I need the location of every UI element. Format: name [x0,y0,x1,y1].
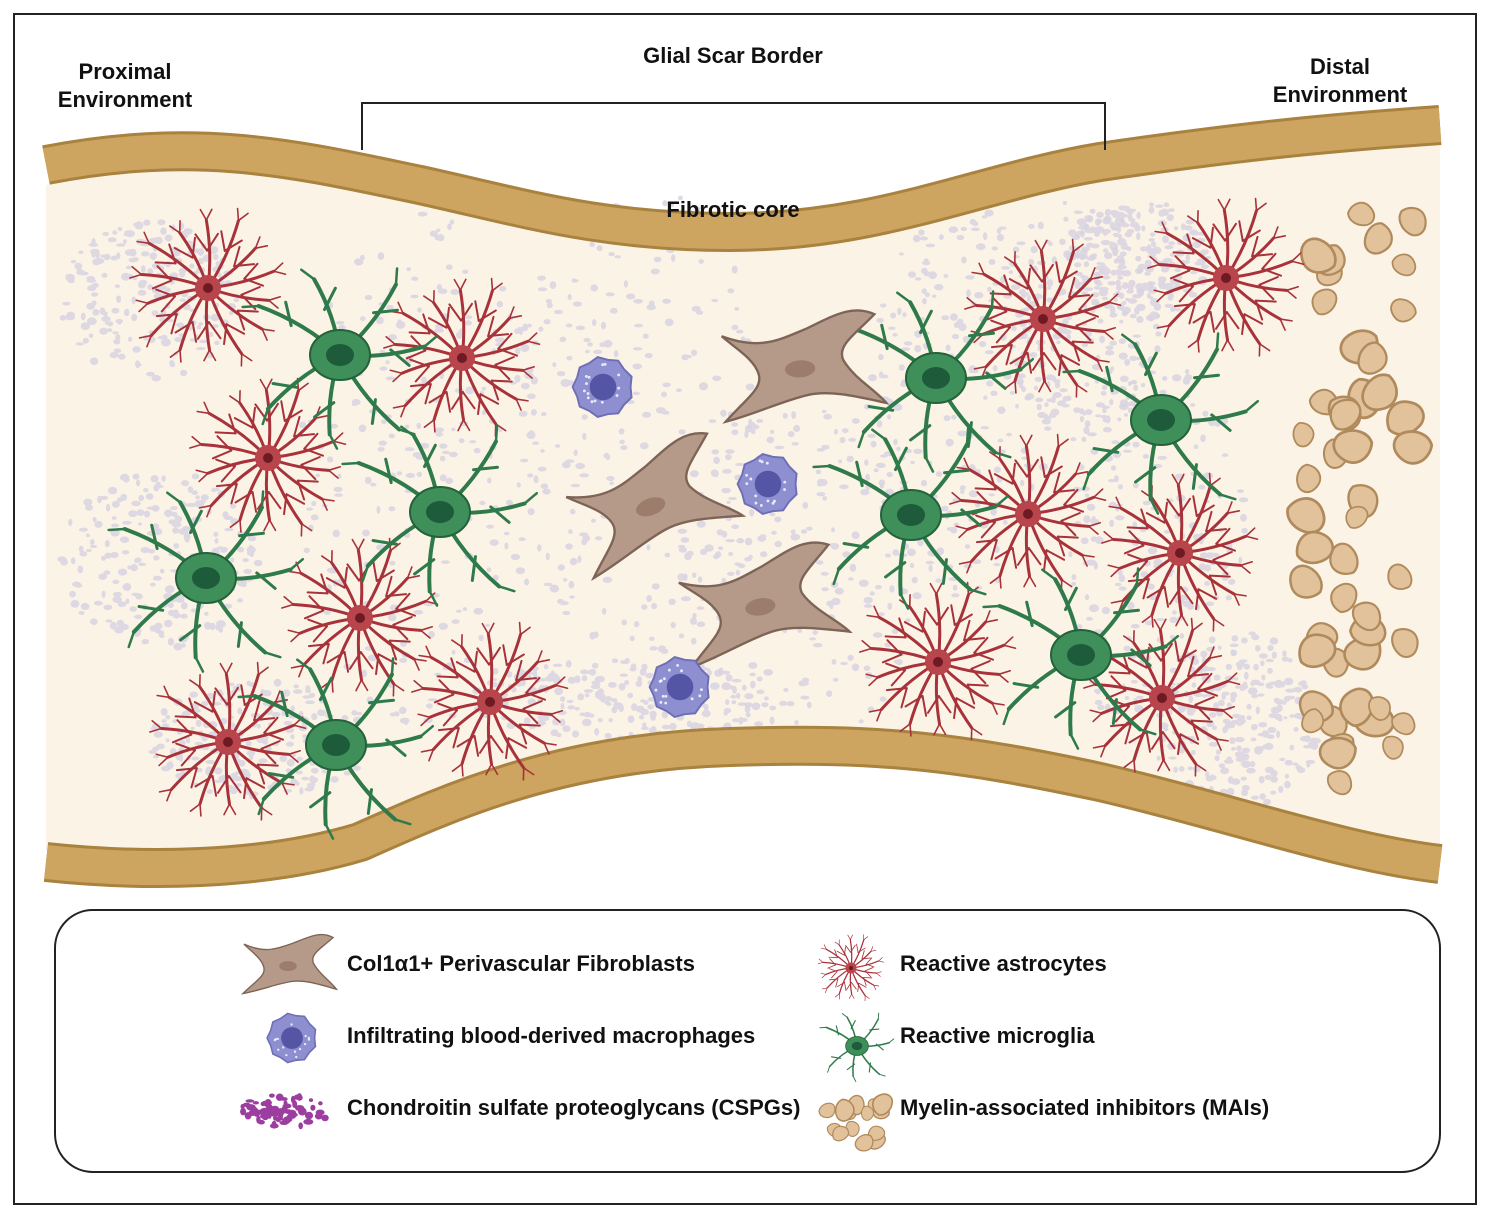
glial-scar-border-label: Glial Scar Border [643,43,823,68]
myelin-icon [1326,770,1353,796]
myelin-icon [1382,735,1404,760]
microglia-icon [982,567,1180,750]
myelin-icon [1392,430,1434,465]
myelin-icon [1330,582,1358,614]
myelin-icon [1339,687,1375,728]
astrocyte-icon [859,581,1017,741]
myelin-icon [1391,253,1417,277]
macrophage-icon [266,1012,317,1064]
legend-box [54,909,1441,1173]
cspg-icon [59,219,240,382]
myelin-icon [1329,398,1362,431]
macrophage-icon [571,356,633,418]
myelin-icon [1398,206,1427,237]
legend-label-cspgs: Chondroitin sulfate proteoglycans (CSPGs… [347,1095,801,1120]
myelin-icon [1361,373,1398,411]
myelin-icon [832,1125,850,1142]
macrophage-icon [648,656,710,718]
cell-layer [107,197,1305,840]
myelin-icon [861,1105,875,1121]
microglia-icon [819,1012,895,1083]
myelin-icon [854,1134,874,1152]
astrocyte-icon [411,621,569,781]
fibroblast-icon [678,541,853,670]
myelin-icon [1296,463,1322,494]
myelin-icon [1357,341,1388,375]
microglia-icon [237,657,435,840]
astrocyte-icon [1101,472,1259,632]
myelin-icon [872,1093,894,1116]
cspg-icon [240,1093,329,1130]
myelin-icon [1286,497,1326,534]
myelin-icon [1289,564,1323,599]
microglia-icon [107,490,305,673]
proximal-environment-label: Proximal Environment [57,59,193,112]
distal-environment-label: Distal Environment [1272,54,1408,107]
myelin-icon [1301,708,1324,734]
myelin-icon [1292,422,1315,448]
astrocyte-icon [964,238,1122,398]
bottom-membrane-fill [44,728,1443,885]
microglia-icon [241,267,439,450]
myelin-icon [1387,563,1413,590]
myelin-icon [1345,505,1369,529]
astrocyte-icon [817,934,884,1002]
myelin-icon [818,1102,836,1119]
astrocyte-icon [149,661,307,821]
myelin-icon [1351,601,1382,632]
myelin-icon [1295,530,1334,565]
fibrotic-core-label: Fibrotic core [666,197,800,222]
astrocyte-icon [129,207,287,367]
astrocyte-icon [383,277,541,437]
fibroblast-icon [565,432,747,582]
myelin-icon [1368,696,1391,721]
legend-label-macrophages: Infiltrating blood-derived macrophages [347,1023,756,1048]
myelin-icon [1391,628,1419,658]
myelin-icon [1311,288,1338,316]
myelin-icon [1300,237,1337,274]
glial-scar-bracket [361,102,1106,150]
astrocyte-icon [949,433,1107,593]
legend-label-mais: Myelin-associated inhibitors (MAIs) [900,1095,1270,1120]
legend-icons [240,933,895,1152]
macrophage-icon [736,453,798,515]
myelin-icon [834,1098,855,1122]
astrocyte-icon [189,377,347,537]
microglia-icon [812,427,1010,610]
myelin-debris-layer [1286,201,1434,796]
microglia-icon [1062,332,1260,515]
microglia-icon [341,424,539,607]
top-membrane-fill [42,108,1442,250]
fibroblast-icon [240,933,339,995]
legend-label-astrocytes: Reactive astrocytes [900,951,1107,976]
myelin-icon [1347,201,1376,227]
myelin-icon [1318,736,1357,770]
myelin-icon [1390,298,1417,323]
astrocyte-icon [1147,197,1305,357]
myelin-icon [1363,222,1393,255]
myelin-icon [867,1125,886,1141]
myelin-icon [1332,429,1374,465]
legend-label-microglia: Reactive microglia [900,1023,1095,1048]
legend-label-fibroblasts: Col1α1+ Perivascular Fibroblasts [347,951,695,976]
myelin-icon [1391,712,1416,736]
myelin-icon [1298,633,1337,669]
fibroblast-icon [720,309,890,424]
myelin-icon [1329,542,1359,576]
